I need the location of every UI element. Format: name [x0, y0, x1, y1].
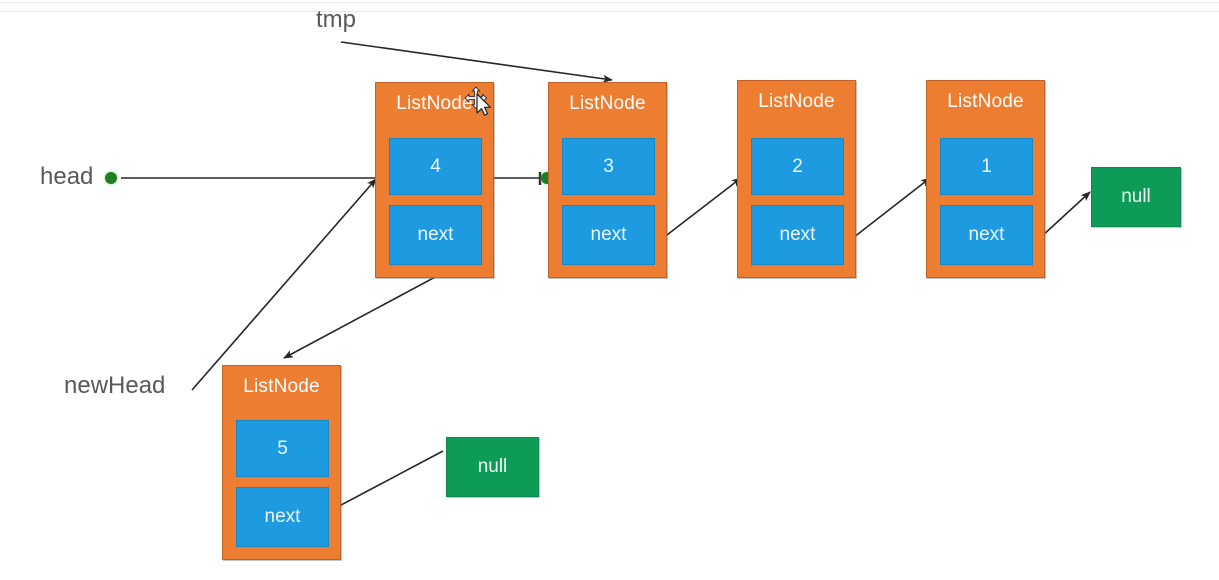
next-cell: next — [751, 205, 844, 265]
listnode-title: ListNode — [396, 93, 473, 114]
listnode-title: ListNode — [758, 91, 835, 112]
newhead-pointer-arrow — [191, 178, 377, 391]
head-pointer-dot — [105, 172, 117, 184]
listnode-box-3[interactable]: ListNode 3 next — [548, 82, 667, 278]
next-cell: next — [562, 205, 655, 265]
tmp-pointer-arrow — [340, 41, 613, 83]
null-box-right: null — [1091, 167, 1181, 227]
head-label: head — [40, 163, 94, 190]
next-cell: next — [236, 487, 329, 547]
listnode-box-5[interactable]: ListNode 5 next — [222, 365, 341, 560]
listnode-box-4[interactable]: ListNode 4 next — [375, 82, 494, 278]
next-cell: next — [389, 205, 482, 265]
top-divider-1 — [0, 2, 1219, 3]
value-cell: 3 — [562, 138, 655, 195]
value-cell: 4 — [389, 138, 482, 195]
newhead-label: newHead — [64, 372, 166, 399]
null-box-bottom: null — [446, 437, 539, 497]
tmp-label: tmp — [316, 6, 357, 33]
value-cell: 5 — [236, 420, 329, 477]
listnode-title: ListNode — [569, 93, 646, 114]
listnode-title: ListNode — [947, 91, 1024, 112]
next-cell: next — [940, 205, 1033, 265]
value-cell: 1 — [940, 138, 1033, 195]
value-cell: 2 — [751, 138, 844, 195]
listnode-box-2[interactable]: ListNode 2 next — [737, 80, 856, 278]
node5-next-arrow — [325, 450, 444, 514]
top-divider-2 — [0, 11, 1219, 12]
listnode-title: ListNode — [243, 376, 320, 397]
listnode-box-1[interactable]: ListNode 1 next — [926, 80, 1045, 278]
